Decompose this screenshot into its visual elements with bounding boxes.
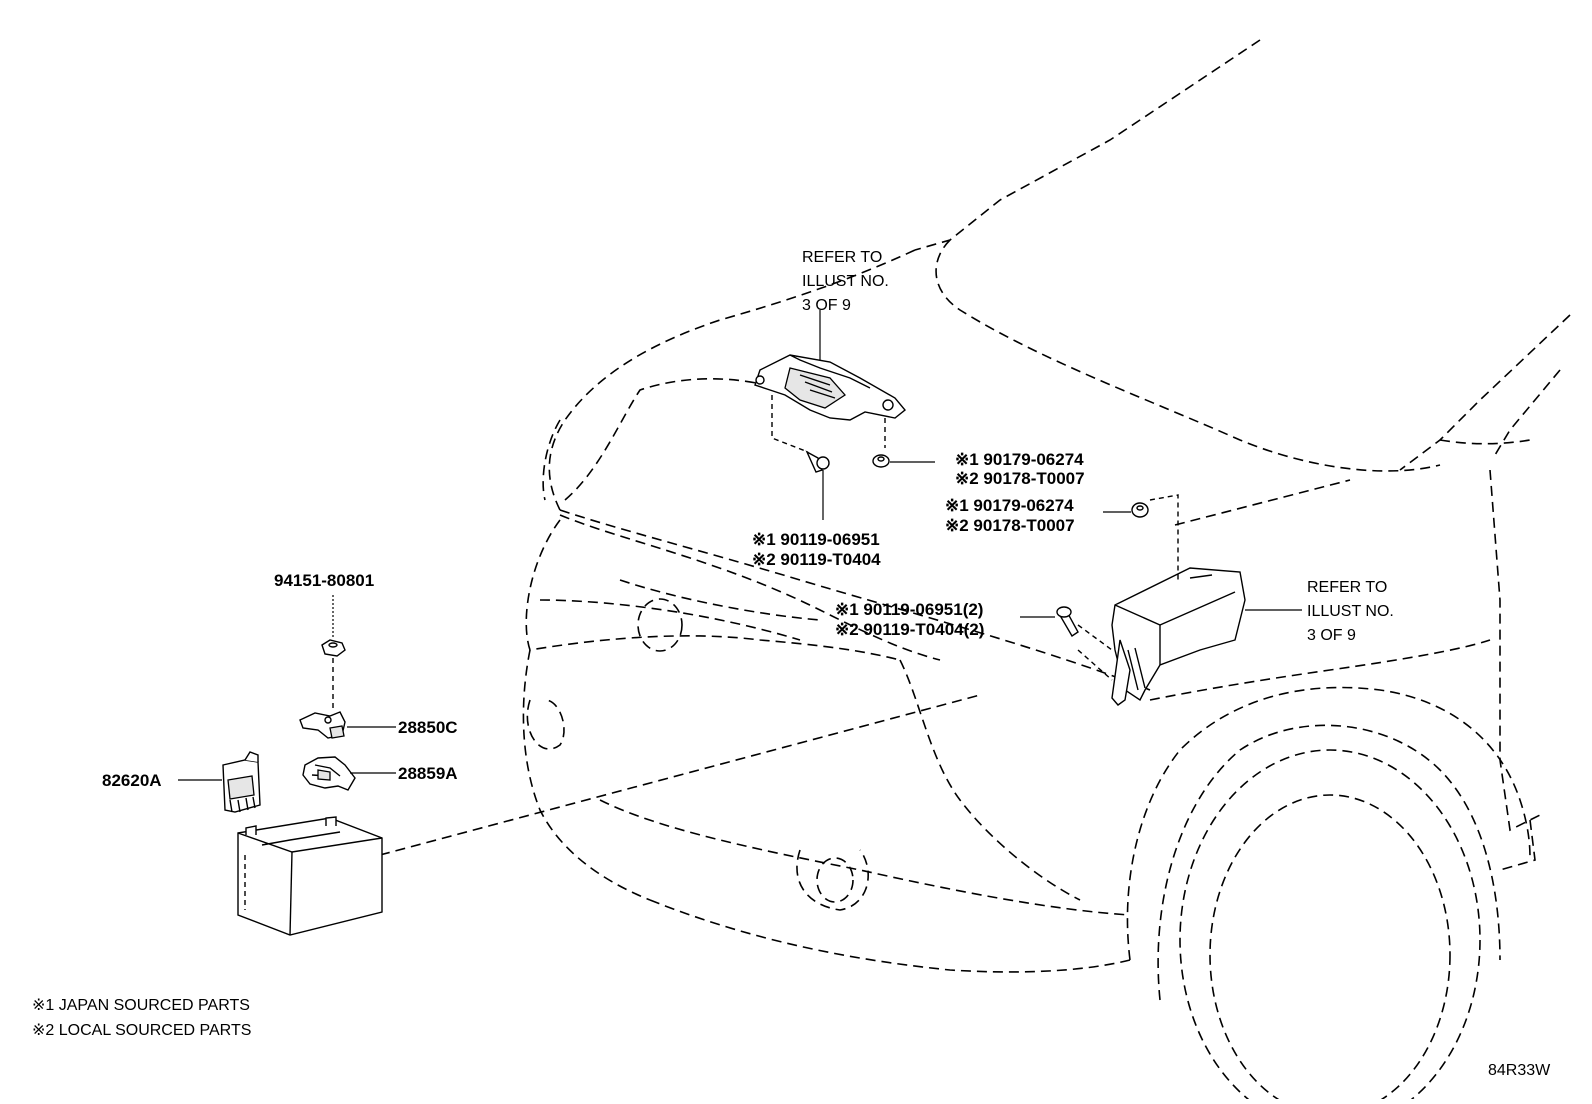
refer-right-line3: 3 OF 9 — [1307, 627, 1356, 644]
relay-bolt-line — [1077, 624, 1113, 681]
refer-top-line1: REFER TO — [802, 249, 882, 266]
grille-right-edge — [899, 659, 1081, 901]
wheel-arch-outer — [1126, 686, 1531, 961]
headlight-lower — [559, 514, 941, 661]
part-clamp-lower[interactable]: 28859A — [398, 764, 458, 783]
emblem-circle — [637, 598, 683, 652]
hood-crease — [559, 509, 1151, 691]
battery-clamp[interactable] — [299, 711, 346, 739]
illustration-id: 84R33W — [1488, 1062, 1551, 1079]
bolt-icon[interactable] — [1056, 606, 1079, 637]
cowl-line — [1439, 439, 1531, 445]
grille-mid — [539, 599, 801, 641]
bolt-icon[interactable] — [805, 450, 830, 473]
relay-block[interactable] — [1111, 567, 1246, 706]
refer-right-line1: REFER TO — [1307, 579, 1387, 596]
legend-line1: ※1 JAPAN SOURCED PARTS — [32, 997, 250, 1014]
callout-upper-nut-2: ※2 90178-T0007 — [955, 469, 1085, 488]
grille-upper — [525, 519, 901, 661]
battery[interactable] — [237, 816, 383, 936]
callout-mid-bolt-2: ※2 90119-T0404(2) — [835, 620, 984, 639]
windshield-line — [914, 39, 1261, 251]
fender-line — [1149, 639, 1491, 701]
door-edge — [1489, 469, 1541, 832]
refer-right-line2: ILLUST NO. — [1307, 603, 1394, 620]
rocker — [1499, 819, 1536, 871]
legend: ※1 JAPAN SOURCED PARTS ※2 LOCAL SOURCED … — [32, 997, 251, 1039]
tire — [1179, 749, 1481, 1104]
lower-bumper — [599, 799, 1131, 916]
tire-inner — [1209, 794, 1451, 1104]
part-clamp-upper[interactable]: 28850C — [398, 718, 458, 737]
nut-icon[interactable] — [321, 639, 346, 657]
battery-location-line — [379, 694, 981, 856]
a-pillar-inner — [1494, 369, 1561, 456]
callout-upper-bolt-1: ※1 90119-06951 — [752, 530, 880, 549]
refer-right-label[interactable]: REFER TO ILLUST NO. 3 OF 9 — [1307, 579, 1394, 644]
fog-lamp-housing — [796, 849, 869, 911]
hood-front-edge — [548, 249, 916, 511]
part-fuse-block[interactable]: 82620A — [102, 771, 162, 790]
fog-lamp-right — [816, 857, 854, 903]
fog-lamp-left — [526, 699, 565, 750]
part-nut-top[interactable]: 94151-80801 — [274, 571, 374, 590]
hood-rear-edge — [935, 239, 1441, 472]
nut-icon[interactable] — [872, 454, 890, 468]
relay-location-line — [1174, 479, 1351, 526]
engine-room-junction-block[interactable] — [754, 354, 906, 421]
a-pillar — [1399, 314, 1571, 471]
hood-lower-line — [619, 579, 821, 621]
fuse-block[interactable] — [222, 751, 261, 813]
bumper-bottom — [649, 899, 1131, 973]
callout-upper-bolt[interactable]: ※1 90119-06951 ※2 90119-T0404 — [752, 530, 881, 569]
callout-upper-bolt-2: ※2 90119-T0404 — [752, 550, 881, 569]
legend-line2: ※2 LOCAL SOURCED PARTS — [32, 1022, 251, 1039]
hood-corner — [542, 419, 561, 501]
battery-clamp[interactable] — [302, 756, 356, 791]
callout-mid-nut-2: ※2 90178-T0007 — [945, 516, 1075, 535]
relay-mount-line — [1149, 494, 1179, 580]
refer-top-label[interactable]: REFER TO ILLUST NO. 3 OF 9 — [802, 249, 889, 314]
refer-top-line3: 3 OF 9 — [802, 297, 851, 314]
callout-upper-nut[interactable]: ※1 90179-06274 ※2 90178-T0007 — [955, 450, 1085, 488]
callout-mid-bolt[interactable]: ※1 90119-06951(2) ※2 90119-T0404(2) — [835, 600, 984, 639]
callout-mid-nut-1: ※1 90179-06274 — [945, 496, 1074, 515]
refer-top-line2: ILLUST NO. — [802, 273, 889, 290]
callout-mid-nut[interactable]: ※1 90179-06274 ※2 90178-T0007 — [945, 496, 1075, 535]
callout-upper-nut-1: ※1 90179-06274 — [955, 450, 1084, 469]
vehicle-outline — [379, 39, 1571, 1104]
callout-mid-bolt-1: ※1 90119-06951(2) — [835, 600, 983, 619]
headlight-upper — [564, 378, 801, 501]
bumper-left — [522, 649, 651, 901]
nut-icon[interactable] — [1131, 502, 1149, 518]
wheel-arch-inner — [1157, 724, 1501, 1001]
